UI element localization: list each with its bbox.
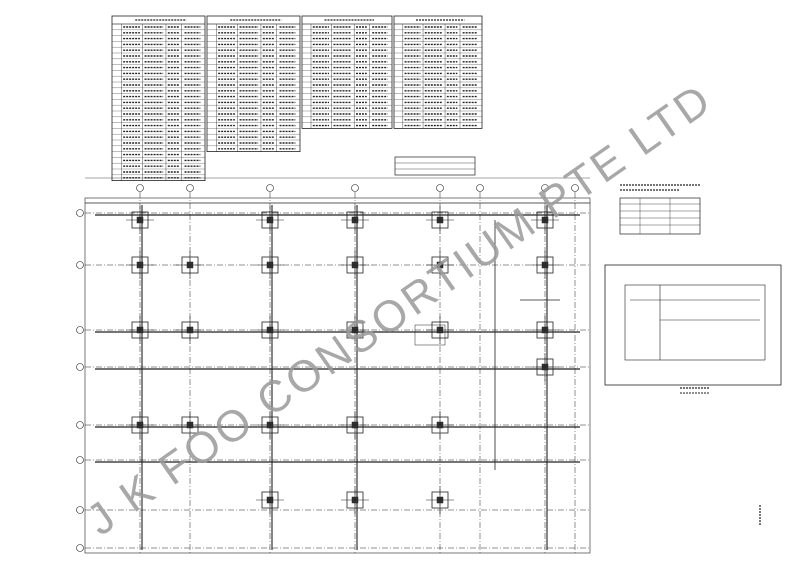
grid-bubble [76,363,84,371]
grid-bubble [136,184,144,192]
detail-box [604,264,782,386]
schedule-table [301,15,393,129]
grid-bubble [76,544,84,552]
plan-frame [84,197,591,554]
right-table [619,197,701,235]
grid-bubble [76,456,84,464]
detail-frame [624,284,766,361]
grid-bubble [266,184,274,192]
grid-bubble [76,326,84,334]
stair-detail [414,324,446,346]
schedule-table [393,15,483,129]
grid-bubble [76,506,84,514]
grid-bubble [476,184,484,192]
grid-bubble [76,421,84,429]
grid-bubble [436,184,444,192]
schedule-table [206,15,301,153]
grid-bubble [76,209,84,217]
small-table [394,156,476,176]
grid-bubble [351,184,359,192]
grid-bubble [76,261,84,269]
grid-bubble [186,184,194,192]
grid-bubble [571,184,579,192]
schedule-table [111,15,206,182]
grid-bubble [541,184,549,192]
